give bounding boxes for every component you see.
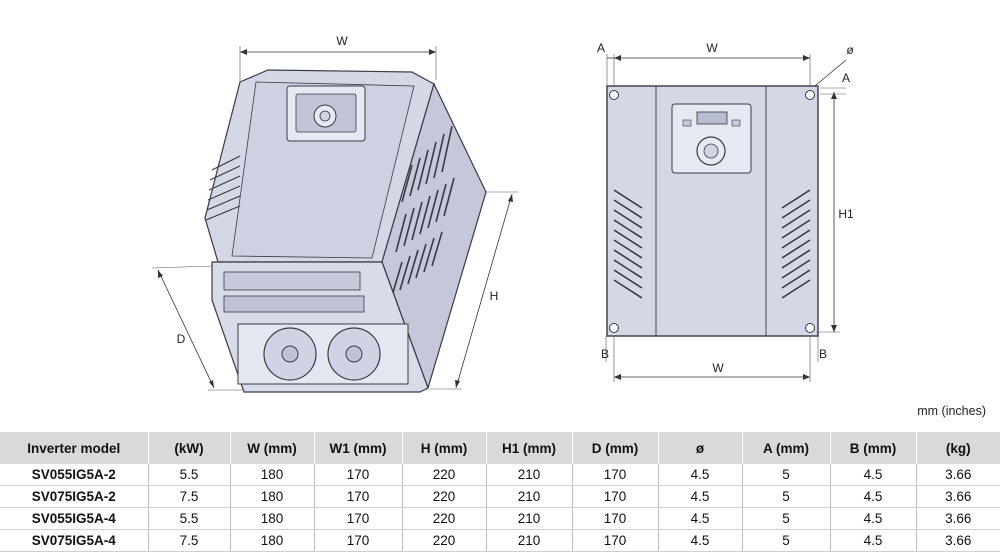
cell-phi: 4.5 bbox=[657, 507, 742, 530]
cell-kw: 5.5 bbox=[147, 464, 230, 486]
cell-kg: 3.66 bbox=[915, 464, 1000, 486]
front-phi-label: ø bbox=[846, 43, 854, 57]
cell-model: SV075IG5A-4 bbox=[0, 529, 148, 552]
cell-phi: 4.5 bbox=[657, 485, 742, 508]
cell-h1: 210 bbox=[485, 464, 572, 486]
cell-b: 4.5 bbox=[829, 485, 916, 508]
cell-model: SV075IG5A-2 bbox=[0, 485, 148, 508]
iso-h-label: H bbox=[490, 289, 499, 303]
iso-w-label: W bbox=[336, 34, 348, 48]
cell-model: SV055IG5A-4 bbox=[0, 507, 148, 530]
cell-h: 220 bbox=[401, 464, 486, 486]
cell-model: SV055IG5A-2 bbox=[0, 464, 148, 486]
cell-h: 220 bbox=[401, 529, 486, 552]
front-b-left-label: B bbox=[601, 347, 609, 361]
cell-phi: 4.5 bbox=[657, 529, 742, 552]
col-header-h1: H1 (mm) bbox=[485, 432, 572, 464]
cell-kg: 3.66 bbox=[915, 529, 1000, 552]
table-row: SV075IG5A-4 7.5 180 170 220 210 170 4.5 … bbox=[0, 529, 1000, 552]
table-row: SV075IG5A-2 7.5 180 170 220 210 170 4.5 … bbox=[0, 485, 1000, 508]
table-header-row: Inverter model (kW) W (mm) W1 (mm) H (mm… bbox=[0, 432, 1000, 464]
cell-a: 5 bbox=[741, 485, 830, 508]
front-w-bottom-label: W bbox=[712, 361, 724, 375]
dimension-drawing: W bbox=[151, 34, 854, 393]
front-a-right-label: A bbox=[842, 71, 850, 85]
cell-w: 180 bbox=[229, 507, 314, 530]
isometric-view: W bbox=[151, 34, 518, 393]
cell-w: 180 bbox=[229, 464, 314, 486]
col-header-h: H (mm) bbox=[401, 432, 486, 464]
iso-d-label: D bbox=[177, 332, 186, 346]
cell-h: 220 bbox=[401, 485, 486, 508]
cell-h1: 210 bbox=[485, 529, 572, 552]
cell-b: 4.5 bbox=[829, 464, 916, 486]
cell-h1: 210 bbox=[485, 507, 572, 530]
table-row: SV055IG5A-2 5.5 180 170 220 210 170 4.5 … bbox=[0, 464, 1000, 486]
front-b-right-label: B bbox=[819, 347, 827, 361]
cell-b: 4.5 bbox=[829, 507, 916, 530]
col-header-d: D (mm) bbox=[571, 432, 658, 464]
cell-h1: 210 bbox=[485, 485, 572, 508]
cell-kg: 3.66 bbox=[915, 485, 1000, 508]
unit-note: mm (inches) bbox=[917, 404, 986, 418]
col-header-phi: ø bbox=[657, 432, 742, 464]
front-a-top-label: A bbox=[597, 41, 605, 55]
front-view: W A ø A bbox=[597, 41, 854, 382]
cell-a: 5 bbox=[741, 529, 830, 552]
col-header-b: B (mm) bbox=[829, 432, 916, 464]
cell-d: 170 bbox=[571, 529, 658, 552]
cell-d: 170 bbox=[571, 464, 658, 486]
cell-b: 4.5 bbox=[829, 529, 916, 552]
cell-phi: 4.5 bbox=[657, 464, 742, 486]
cell-kw: 7.5 bbox=[147, 529, 230, 552]
cell-kw: 7.5 bbox=[147, 485, 230, 508]
cell-w1: 170 bbox=[313, 485, 402, 508]
spec-table: Inverter model (kW) W (mm) W1 (mm) H (mm… bbox=[0, 432, 1000, 552]
cell-w: 180 bbox=[229, 485, 314, 508]
cell-a: 5 bbox=[741, 464, 830, 486]
col-header-kw: (kW) bbox=[147, 432, 230, 464]
cell-w1: 170 bbox=[313, 464, 402, 486]
col-header-model: Inverter model bbox=[0, 432, 148, 464]
front-h1-label: H1 bbox=[838, 207, 854, 221]
cell-d: 170 bbox=[571, 485, 658, 508]
table-row: SV055IG5A-4 5.5 180 170 220 210 170 4.5 … bbox=[0, 507, 1000, 530]
col-header-a: A (mm) bbox=[741, 432, 830, 464]
cell-d: 170 bbox=[571, 507, 658, 530]
cell-h: 220 bbox=[401, 507, 486, 530]
cell-a: 5 bbox=[741, 507, 830, 530]
front-w-top-label: W bbox=[706, 41, 718, 55]
cell-kg: 3.66 bbox=[915, 507, 1000, 530]
col-header-w: W (mm) bbox=[229, 432, 314, 464]
cell-kw: 5.5 bbox=[147, 507, 230, 530]
cell-w1: 170 bbox=[313, 507, 402, 530]
cell-w: 180 bbox=[229, 529, 314, 552]
cell-w1: 170 bbox=[313, 529, 402, 552]
col-header-w1: W1 (mm) bbox=[313, 432, 402, 464]
col-header-kg: (kg) bbox=[915, 432, 1000, 464]
